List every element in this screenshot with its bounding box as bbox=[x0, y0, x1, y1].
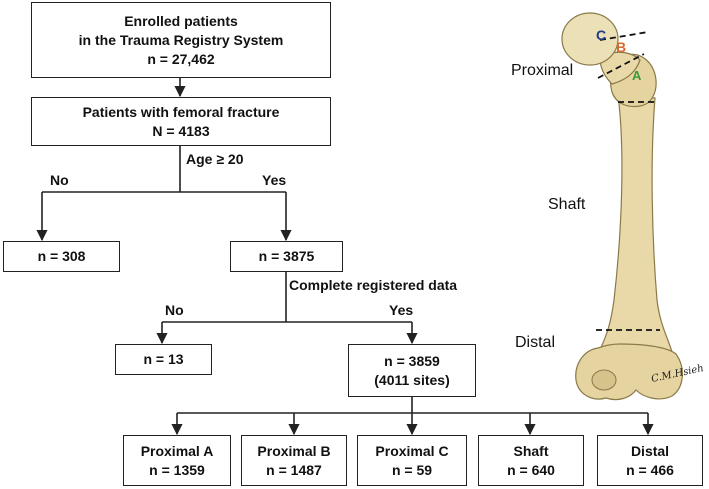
femur-bone bbox=[561, 12, 683, 401]
no-label-age: No bbox=[50, 172, 69, 188]
enrolled-line2: in the Trauma Registry System bbox=[78, 31, 284, 48]
enrolled-box: Enrolled patients in the Trauma Registry… bbox=[31, 2, 331, 78]
yes-label-age: Yes bbox=[262, 172, 287, 188]
proximal-a-box: Proximal A n = 1359 bbox=[123, 435, 231, 486]
site-count: n = 1487 bbox=[266, 461, 322, 478]
site-name: Shaft bbox=[513, 442, 549, 459]
proximal-c-box: Proximal C n = 59 bbox=[357, 435, 467, 486]
n3859-sites: (4011 sites) bbox=[374, 371, 450, 388]
shaft-box: Shaft n = 640 bbox=[478, 435, 584, 486]
site-count: n = 59 bbox=[391, 461, 433, 478]
femur-label-shaft: Shaft bbox=[548, 196, 586, 213]
n308-count: n = 308 bbox=[37, 248, 86, 264]
divider-head-neck bbox=[599, 31, 649, 41]
femur-label-proximal: Proximal bbox=[511, 62, 574, 79]
yes-label-complete: Yes bbox=[389, 302, 414, 318]
site-count: n = 1359 bbox=[149, 461, 205, 478]
proximal-b-box: Proximal B n = 1487 bbox=[241, 435, 347, 486]
no-label-complete: No bbox=[165, 302, 184, 318]
site-count: n = 640 bbox=[507, 461, 555, 478]
site-count: n = 466 bbox=[626, 461, 674, 478]
site-name: Distal bbox=[630, 442, 670, 459]
site-name: Proximal C bbox=[375, 442, 449, 459]
site-name: Proximal B bbox=[257, 442, 331, 459]
n13-box: n = 13 bbox=[115, 344, 212, 375]
n3859-count: n = 3859 bbox=[384, 352, 440, 369]
n3859-box: n = 3859 (4011 sites) bbox=[348, 344, 476, 397]
femoral-fracture-box: Patients with femoral fracture N = 4183 bbox=[31, 97, 331, 146]
complete-data-label: Complete registered data bbox=[289, 277, 458, 293]
n308-box: n = 308 bbox=[3, 241, 120, 272]
zone-b-label: B bbox=[616, 39, 626, 55]
femoral-count: N = 4183 bbox=[152, 122, 210, 139]
enrolled-count: n = 27,462 bbox=[147, 50, 215, 67]
n13-count: n = 13 bbox=[143, 351, 184, 367]
site-name: Proximal A bbox=[140, 442, 214, 459]
enrolled-line1: Enrolled patients bbox=[124, 12, 238, 29]
n3875-box: n = 3875 bbox=[230, 241, 343, 272]
age-criterion-label: Age ≥ 20 bbox=[186, 151, 244, 167]
zone-c-label: C bbox=[596, 27, 606, 43]
divider-neck-trochanter bbox=[597, 53, 645, 79]
zone-a-label: A bbox=[632, 68, 642, 83]
n3875-count: n = 3875 bbox=[258, 248, 315, 264]
femoral-line1: Patients with femoral fracture bbox=[82, 103, 280, 120]
distal-box: Distal n = 466 bbox=[597, 435, 703, 486]
femur-label-distal: Distal bbox=[515, 334, 556, 351]
